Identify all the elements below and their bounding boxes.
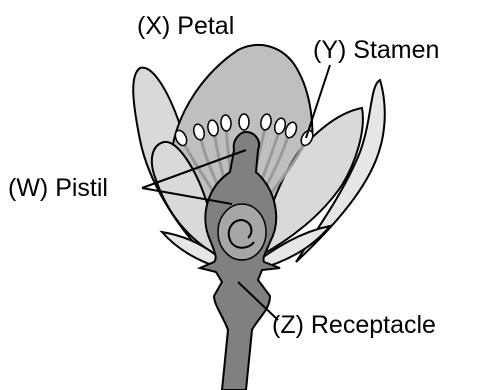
petal-label: (X) Petal (137, 12, 234, 40)
anther (239, 114, 249, 130)
stamen-label: (Y) Stamen (313, 36, 439, 64)
ovary (218, 204, 266, 260)
pistil-label: (W) Pistil (8, 174, 108, 202)
anther (220, 115, 231, 132)
receptacle-label: (Z) Receptacle (272, 311, 436, 339)
